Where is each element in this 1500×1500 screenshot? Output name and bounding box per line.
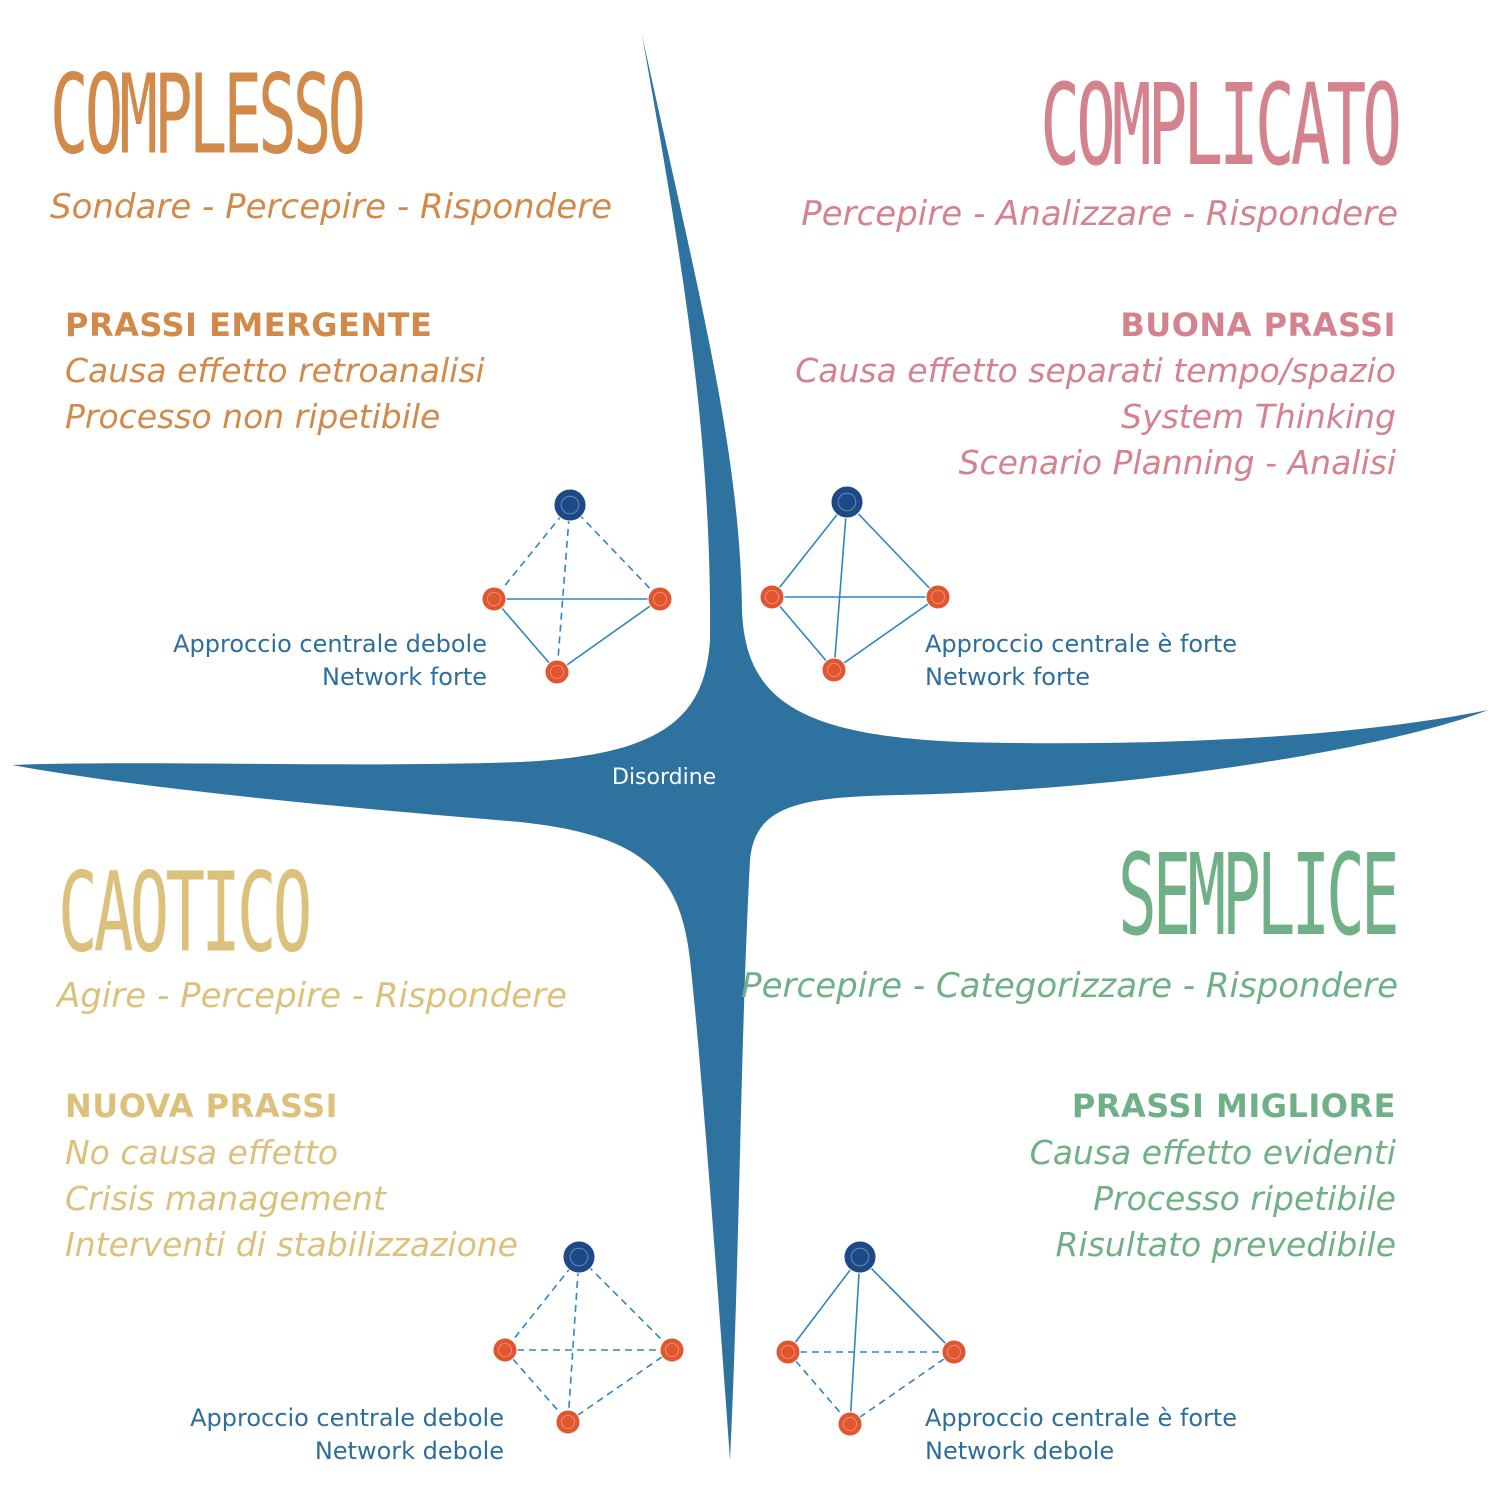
semplice-network-diagram <box>775 1240 967 1437</box>
network-edge <box>493 598 558 673</box>
network-node-texture <box>930 589 946 605</box>
complesso-title: COMPLESSO <box>50 50 366 179</box>
semplice-network-caption: Approccio centrale è forte Network debol… <box>925 1402 1237 1468</box>
network-node-texture <box>497 1342 513 1358</box>
caotico-network-line: Network debole <box>314 1437 504 1465</box>
complesso-network-diagram <box>481 488 673 685</box>
hub-edge <box>569 504 661 600</box>
network-edge <box>771 596 835 671</box>
network-node-texture <box>652 591 668 607</box>
semplice-practice: PRASSI MIGLIORE <box>1071 1087 1396 1125</box>
semplice-line: Processo ripetibile <box>1093 1179 1396 1218</box>
semplice-network-line: Approccio centrale è forte <box>925 1404 1238 1432</box>
semplice-line: Risultato prevedibile <box>1055 1225 1396 1264</box>
disorder-label: Disordine <box>612 765 717 790</box>
hub-edge <box>787 1256 861 1353</box>
network-node <box>821 657 847 683</box>
complicato-line: System Thinking <box>1121 397 1396 436</box>
complicato-network-diagram <box>759 485 951 683</box>
caotico-title: CAOTICO <box>58 848 312 977</box>
central-hub-node-texture <box>837 492 857 512</box>
network-node-texture <box>486 591 502 607</box>
hub-edge <box>493 504 571 600</box>
complicato-line: Scenario Planning - Analisi <box>958 443 1396 482</box>
complicato-description: Causa effetto separati tempo/spazio Syst… <box>795 348 1396 486</box>
complesso-line: Causa effetto retroanalisi <box>65 351 485 390</box>
caotico-practice: NUOVA PRASSI <box>65 1087 339 1125</box>
network-node <box>925 584 951 610</box>
hub-edge <box>578 1256 673 1351</box>
network-node <box>775 1339 801 1365</box>
central-hub-node-texture <box>850 1247 870 1267</box>
central-hub-node-texture <box>560 495 580 515</box>
network-node-texture <box>549 664 565 680</box>
complesso-description: Causa effetto retroanalisi Processo non … <box>65 348 485 440</box>
network-node-texture <box>826 662 842 678</box>
caotico-line: No causa effetto <box>65 1133 339 1172</box>
network-node-texture <box>780 1344 796 1360</box>
complicato-practice: BUONA PRASSI <box>1120 306 1396 344</box>
hub-edge <box>859 1256 955 1353</box>
complicato-title: COMPLICATO <box>1040 59 1402 191</box>
network-edge <box>504 1349 569 1423</box>
complesso-network-line: Network forte <box>321 663 487 691</box>
network-node-texture <box>560 1414 576 1430</box>
network-node-texture <box>946 1344 962 1360</box>
network-node <box>555 1409 581 1435</box>
network-node-texture <box>842 1416 858 1432</box>
complesso-line: Processo non ripetibile <box>65 397 441 436</box>
network-edge <box>567 1349 673 1423</box>
network-node <box>647 586 673 612</box>
network-edge <box>849 1351 955 1425</box>
semplice-description: Causa effetto evidenti Processo ripetibi… <box>1030 1130 1396 1268</box>
network-node <box>659 1337 685 1363</box>
caotico-network-line: Approccio centrale debole <box>190 1404 504 1432</box>
network-node <box>544 659 570 685</box>
hub-edge <box>771 501 848 598</box>
caotico-network-diagram <box>492 1240 685 1435</box>
network-edge <box>556 598 661 673</box>
semplice-subtitle: Percepire - Categorizzare - Rispondere <box>741 966 1398 1006</box>
hub-edge <box>504 1256 580 1351</box>
caotico-network-caption: Approccio centrale debole Network debole <box>190 1402 504 1468</box>
semplice-network-line: Network debole <box>925 1437 1115 1465</box>
complicato-network-line: Network forte <box>925 663 1091 691</box>
caotico-subtitle: Agire - Percepire - Rispondere <box>57 976 567 1016</box>
network-node <box>759 584 785 610</box>
central-hub-node <box>843 1240 877 1274</box>
semplice-title: SEMPLICE <box>1118 829 1399 961</box>
complicato-network-caption: Approccio centrale è forte Network forte <box>925 628 1237 694</box>
network-node-texture <box>664 1342 680 1358</box>
network-node-texture <box>764 589 780 605</box>
hub-edge <box>849 1256 861 1425</box>
network-edge <box>787 1351 851 1425</box>
hub-edge <box>846 501 939 598</box>
network-node <box>481 586 507 612</box>
caotico-line: Crisis management <box>65 1179 386 1218</box>
complesso-practice: PRASSI EMERGENTE <box>65 306 433 344</box>
central-hub-node <box>562 1240 596 1274</box>
complicato-line: Causa effetto separati tempo/spazio <box>795 351 1396 390</box>
central-hub-node <box>553 488 587 522</box>
central-hub-node <box>830 485 864 519</box>
network-node <box>492 1337 518 1363</box>
complesso-subtitle: Sondare - Percepire - Rispondere <box>50 187 613 227</box>
hub-edge <box>833 501 848 671</box>
hub-edge <box>556 504 571 673</box>
central-hub-node-texture <box>569 1247 589 1267</box>
caotico-description: No causa effetto Crisis management Inter… <box>65 1130 518 1268</box>
network-node <box>837 1411 863 1437</box>
complicato-network-line: Approccio centrale è forte <box>925 630 1238 658</box>
complesso-network-caption: Approccio centrale debole Network forte <box>173 628 487 694</box>
disorder-shape <box>12 35 1488 1460</box>
caotico-line: Interventi di stabilizzazione <box>65 1225 518 1264</box>
complicato-subtitle: Percepire - Analizzare - Rispondere <box>801 194 1398 234</box>
complesso-network-line: Approccio centrale debole <box>173 630 487 658</box>
semplice-line: Causa effetto evidenti <box>1029 1133 1396 1172</box>
network-node <box>941 1339 967 1365</box>
network-edge <box>833 596 939 671</box>
hub-edge <box>567 1256 580 1423</box>
